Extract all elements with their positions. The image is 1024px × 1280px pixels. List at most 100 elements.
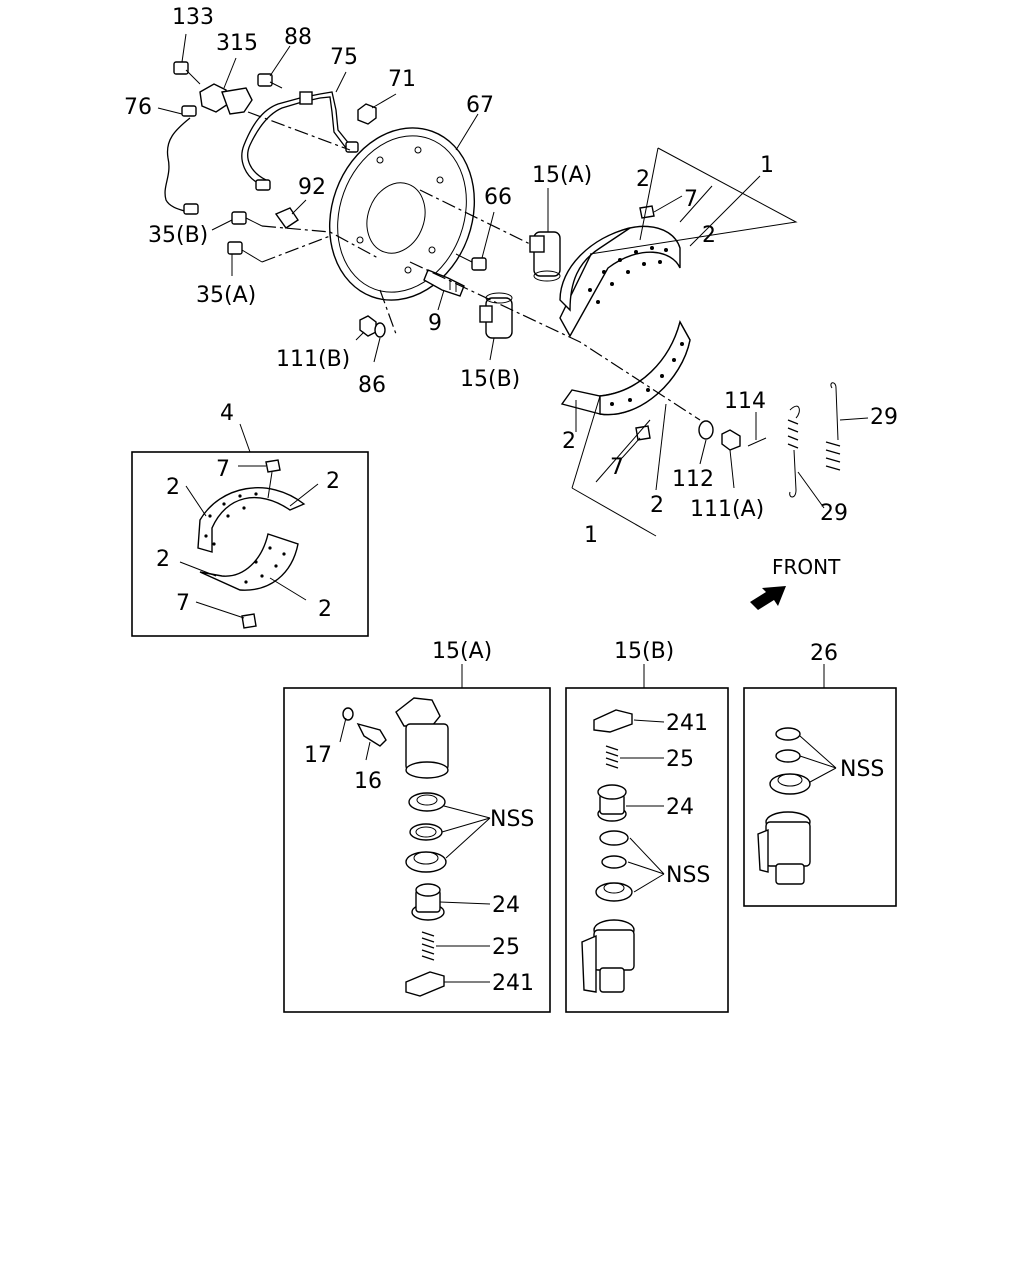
inset-15a-label-25: 25 (492, 935, 520, 960)
centerline-2 (261, 225, 379, 259)
callout-29-b: 29 (820, 501, 848, 526)
inset-26-label-nss: NSS (840, 757, 884, 782)
callout-86: 86 (358, 373, 386, 398)
callout-35a: 35(A) (196, 283, 256, 308)
main-exploded-view: 133 315 88 75 76 71 67 92 66 15(A) 35(B)… (124, 5, 898, 610)
callout-92: 92 (298, 175, 326, 200)
nut-111a (721, 429, 741, 451)
callout-29-a: 29 (870, 405, 898, 430)
cotter-pin-114 (747, 437, 767, 447)
callout-1-top: 1 (760, 153, 774, 178)
callout-88: 88 (284, 25, 312, 50)
centerline-4 (419, 189, 531, 245)
inset-shoe-title-leader (239, 423, 251, 453)
callout-7-top: 7 (684, 187, 698, 212)
shoe-lower-inset (199, 533, 299, 591)
callout-114: 114 (724, 389, 766, 414)
washer-112 (698, 420, 714, 440)
inset-15b-label-241: 241 (666, 711, 708, 736)
spring-25-a (421, 931, 435, 961)
inset-15b-leaders (620, 719, 665, 893)
seal-nss-b2 (601, 855, 627, 869)
nut-71 (357, 103, 377, 125)
inset-shoe-label-2c: 2 (156, 547, 170, 572)
callout-2-top-b: 2 (702, 223, 716, 248)
callout-15a: 15(A) (532, 163, 592, 188)
inset-15a-label-16: 16 (354, 769, 382, 794)
inset-shoe-set: 4 7 2 2 2 2 7 (131, 401, 369, 637)
adjuster-plate-241-b (593, 709, 633, 733)
inset-26-title: 26 (810, 641, 838, 666)
rivet-7-upper (639, 205, 655, 219)
inset-shoe-label-2a: 2 (166, 475, 180, 500)
inset-15a-title: 15(A) (432, 639, 492, 664)
callout-7-low: 7 (610, 455, 624, 480)
inset-15b-label-24: 24 (666, 795, 694, 820)
piston-24-b (597, 784, 627, 822)
brake-shoe-lower (560, 320, 691, 416)
brake-pipe-75 (241, 91, 351, 186)
inset-15a-label-241: 241 (492, 971, 534, 996)
cylinder-body-26 (757, 811, 811, 885)
inset-15a: 15(A) (283, 639, 551, 1013)
bleeder-screw-16 (356, 722, 387, 747)
inset-15a-label-24: 24 (492, 893, 520, 918)
callout-111a: 111(A) (690, 497, 764, 522)
inset-26: 26 NSS (743, 641, 897, 907)
front-arrow-icon (750, 586, 786, 610)
inset-15b-frame (565, 687, 729, 1013)
inset-26-leaders (799, 735, 837, 783)
inset-15a-leaders (339, 717, 491, 983)
rivet-inset-bottom (241, 613, 257, 629)
washer-86 (374, 322, 386, 338)
cap-17 (342, 707, 354, 721)
bolt-88 (257, 73, 283, 89)
centerline-6 (379, 289, 397, 335)
seal-nss-26-2 (775, 749, 801, 763)
callout-66: 66 (484, 185, 512, 210)
pipe-clip (299, 91, 313, 105)
backing-plate-67 (328, 127, 476, 301)
callout-9: 9 (428, 311, 442, 336)
callout-75: 75 (330, 45, 358, 70)
pipe-nut-75 (255, 179, 271, 191)
seal-nss-26-1 (775, 727, 801, 741)
spring-29-left (787, 405, 800, 498)
wheel-cylinder-15b-main (479, 292, 513, 339)
seal-nss-2 (409, 823, 443, 841)
callout-112: 112 (672, 467, 714, 492)
inset-15b-label-25: 25 (666, 747, 694, 772)
brake-shoe-upper (559, 225, 681, 338)
brake-pipe-75-outer (247, 96, 347, 181)
centerline-3 (261, 235, 331, 263)
inset-15a-frame (283, 687, 551, 1013)
centerline-5 (409, 261, 701, 421)
seal-nss-1 (408, 792, 446, 812)
spring-25-b (605, 745, 619, 769)
cylinder-body-15a (395, 697, 449, 779)
seal-nss-b1 (599, 830, 629, 846)
callout-2-low-b: 2 (650, 493, 664, 518)
callout-315: 315 (216, 31, 258, 56)
front-label: FRONT (772, 555, 841, 579)
inset-shoe-label-7a: 7 (216, 457, 230, 482)
callout-71: 71 (388, 67, 416, 92)
centerline-1 (247, 111, 351, 151)
pipe-nut-76-top (181, 105, 197, 117)
callout-2-low-a: 2 (562, 429, 576, 454)
bolt-133 (173, 61, 201, 85)
rivet-inset-top (265, 459, 281, 473)
adjuster-plate-241-a (405, 971, 445, 997)
bolt-35a (227, 241, 263, 263)
inset-shoe-label-2b: 2 (326, 469, 340, 494)
inset-shoe-title: 4 (220, 401, 234, 426)
callout-76: 76 (124, 95, 152, 120)
seal-nss-26-3 (769, 773, 811, 795)
adjuster-9 (423, 269, 465, 297)
bolt-35b (231, 211, 263, 227)
inset-26-frame (743, 687, 897, 907)
spring-29-right (825, 382, 841, 471)
callout-15b: 15(B) (460, 367, 520, 392)
